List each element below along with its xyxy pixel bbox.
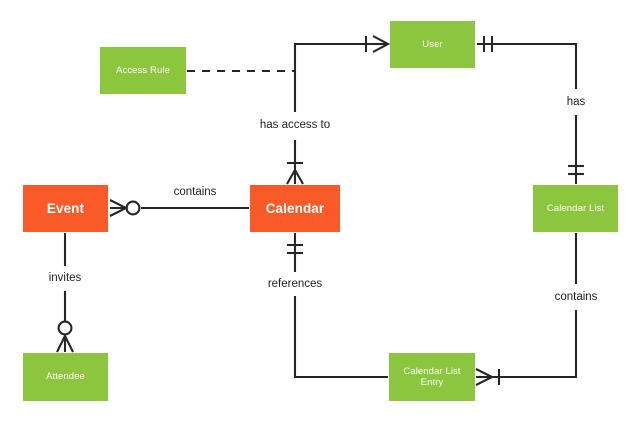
edge-event-invites-attendee[interactable]	[56, 233, 74, 353]
edge-user-has-calendar-list[interactable]	[477, 36, 584, 184]
entity-label: Attendee	[46, 371, 85, 383]
entity-label: Calendar	[265, 200, 325, 216]
entity-event[interactable]: Event	[23, 185, 108, 232]
edge-user-has-access-to-calendar[interactable]	[286, 35, 391, 185]
entity-label: Event	[46, 200, 85, 216]
entity-calendar-list[interactable]: Calendar List	[533, 185, 618, 232]
edge-label-has: has	[564, 96, 588, 108]
edge-label-invites: invites	[46, 272, 84, 284]
edge-label-references: references	[265, 278, 325, 290]
edge-calendar-contains-event[interactable]	[109, 199, 249, 217]
entity-label: Calendar List	[546, 202, 605, 214]
edge-label-contains-event: contains	[171, 186, 219, 198]
edge-calendar-list-entry-references-calendar[interactable]	[287, 233, 388, 379]
entity-label: Calendar List Entry	[403, 365, 461, 388]
edge-calendar-list-contains-entry[interactable]	[475, 233, 578, 386]
entity-access-rule[interactable]: Access Rule	[100, 47, 186, 94]
entity-calendar-list-entry[interactable]: Calendar List Entry	[389, 353, 475, 401]
entity-attendee[interactable]: Attendee	[23, 353, 108, 401]
entity-calendar[interactable]: Calendar	[250, 185, 340, 232]
edge-label-has-access-to: has access to	[257, 119, 333, 131]
edge-label-contains-entry: contains	[552, 291, 600, 303]
entity-label: User	[422, 38, 443, 50]
entity-label: Access Rule	[116, 64, 170, 76]
entity-user[interactable]: User	[390, 21, 475, 68]
